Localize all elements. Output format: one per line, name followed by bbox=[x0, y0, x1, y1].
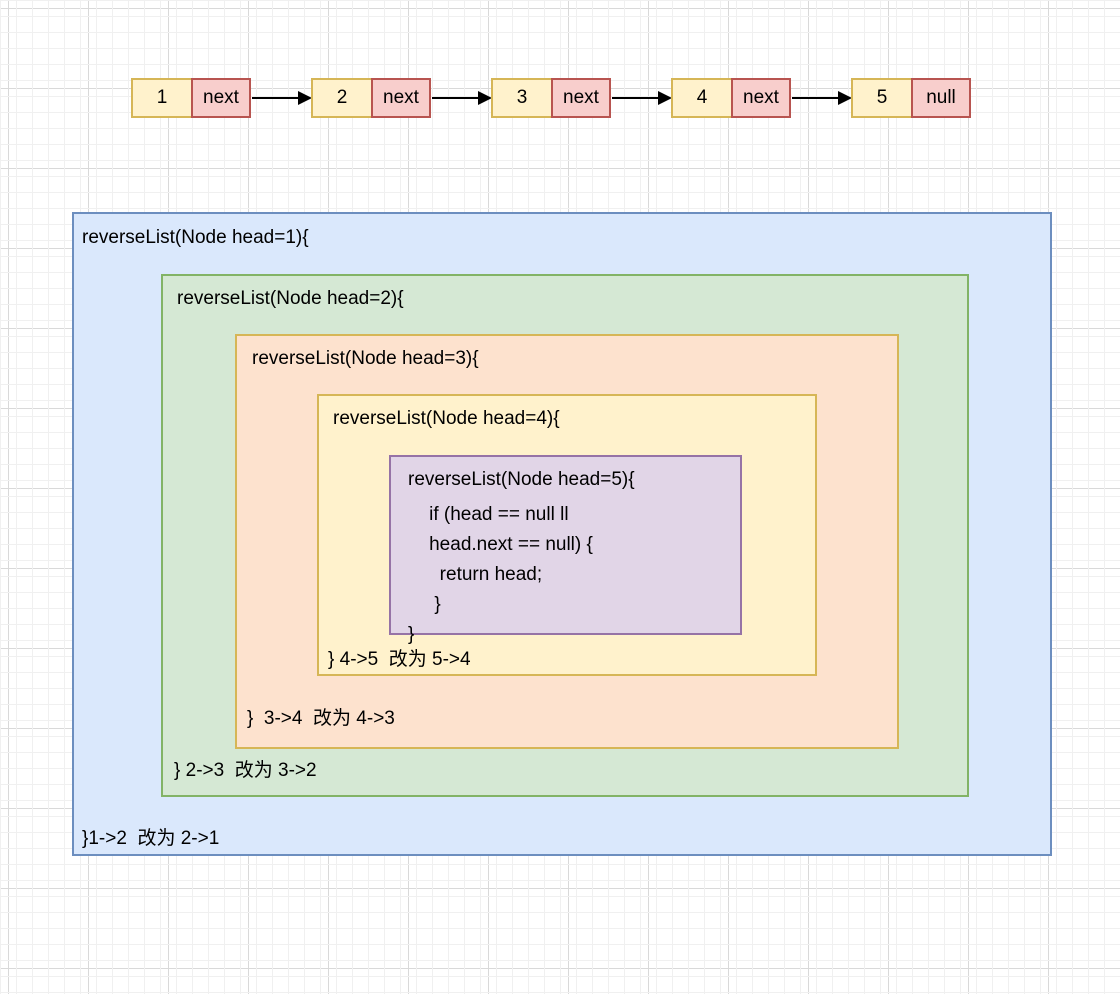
call-frame-head-1-header: reverseList(Node head=1){ bbox=[82, 227, 309, 248]
list-arrow-1 bbox=[252, 91, 312, 105]
list-arrow-2 bbox=[432, 91, 492, 105]
list-node-5: 5 null bbox=[851, 78, 971, 118]
base-case-code: if (head == null ll head.next == null) {… bbox=[408, 504, 593, 645]
list-node-3: 3 next bbox=[491, 78, 611, 118]
call-frame-head-4-footer: } 4->5 改为 5->4 bbox=[328, 649, 471, 670]
list-node-4: 4 next bbox=[671, 78, 791, 118]
list-node-value: 4 bbox=[671, 78, 733, 118]
list-node-pointer: next bbox=[551, 78, 611, 118]
list-node-value: 5 bbox=[851, 78, 913, 118]
call-frame-head-5-header: reverseList(Node head=5){ bbox=[408, 469, 635, 490]
call-frame-head-1-footer: }1->2 改为 2->1 bbox=[82, 828, 220, 849]
list-node-pointer: null bbox=[911, 78, 971, 118]
list-node-pointer: next bbox=[731, 78, 791, 118]
list-node-1: 1 next bbox=[131, 78, 251, 118]
call-frame-head-2-footer: } 2->3 改为 3->2 bbox=[174, 760, 317, 781]
list-node-pointer: next bbox=[371, 78, 431, 118]
list-node-2: 2 next bbox=[311, 78, 431, 118]
list-arrow-4 bbox=[792, 91, 852, 105]
list-node-pointer: next bbox=[191, 78, 251, 118]
call-frame-head-3-header: reverseList(Node head=3){ bbox=[252, 348, 479, 369]
call-frame-head-3-footer: } 3->4 改为 4->3 bbox=[247, 708, 395, 729]
list-node-value: 2 bbox=[311, 78, 373, 118]
list-node-value: 1 bbox=[131, 78, 193, 118]
call-frame-head-2-header: reverseList(Node head=2){ bbox=[177, 288, 404, 309]
call-frame-head-5 bbox=[389, 455, 742, 635]
list-arrow-3 bbox=[612, 91, 672, 105]
call-frame-head-4-header: reverseList(Node head=4){ bbox=[333, 408, 560, 429]
list-node-value: 3 bbox=[491, 78, 553, 118]
